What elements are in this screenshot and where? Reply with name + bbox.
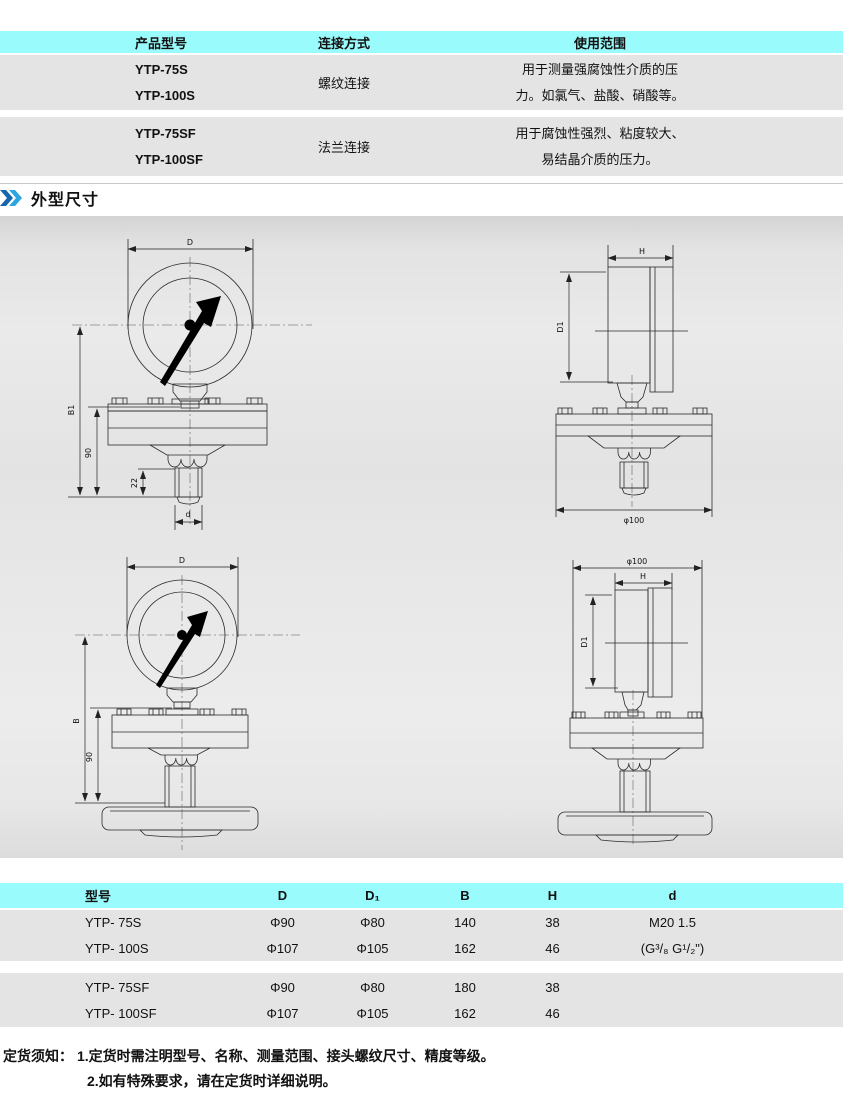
connection-type: 螺纹连接 [318,76,371,91]
spec-header-usage: 使用范围 [573,35,626,51]
dim-label-d: d [185,510,190,519]
model-name: YTP-75SF [135,125,196,141]
table-row: YTP- 100S Φ107 Φ105 162 46 (G³/₈ G¹/₂") [85,940,705,956]
notes-label: 定货须知： [3,1048,73,1064]
dim-label-90: 90 [85,752,94,762]
dim-group-threaded: YTP- 75S Φ90 Φ80 140 38 M20 1.5 YTP- 100… [0,910,843,961]
dim-header-model: 型号 [85,889,112,904]
dim-label-B1: B1 [67,405,76,416]
gauge-needle [160,296,221,386]
spec-row-threaded: YTP-75S YTP-100S 螺纹连接 用于测量强腐蚀性介质的压 力。如氯气… [0,55,843,110]
model-cell: YTP- 75S [85,915,142,931]
model-name: YTP-100SF [135,151,203,167]
spec-header-connection: 连接方式 [318,35,371,51]
usage-description: 用于腐蚀性强烈、粘度较大、 易结晶介质的压力。 [515,125,685,167]
model-names: YTP-75S YTP-100S [135,55,318,110]
model-cell: YTP- 100S [85,940,149,956]
dim-label-D: D [179,556,185,565]
dim-group-flanged: YTP- 75SF Φ90 Φ80 180 38 YTP- 100SF Φ107… [0,973,843,1027]
dim-header-D: D [277,888,288,903]
model-name: YTP-100S [135,87,195,103]
spec-header-model: 产品型号 [135,35,188,51]
dim-label-22: 22 [130,478,139,488]
table-row: YTP- 75SF Φ90 Φ80 180 38 [85,979,560,995]
model-names: YTP-75SF YTP-100SF [135,117,318,176]
dim-label-phi100: φ100 [627,557,648,566]
spec-row-flanged: YTP-75SF YTP-100SF 法兰连接 用于腐蚀性强烈、粘度较大、 易结… [0,117,843,176]
dim-label-B: B [72,718,81,724]
ordering-notes: 定货须知： 1.定货时需注明型号、名称、测量范围、接头螺纹尺寸、精度等级。 2.… [3,1044,495,1094]
dim-table-header: 型号 D D₁ B H d [0,883,843,908]
dim-header-H: H [547,888,558,903]
model-cell: YTP- 100SF [85,1005,157,1021]
dim-label-H: H [639,247,645,256]
dim-label-D1: D1 [556,321,565,332]
section-header: 外型尺寸 [0,188,100,209]
connection-type: 法兰连接 [318,140,371,155]
note-line: 1.定货时需注明型号、名称、测量范围、接头螺纹尺寸、精度等级。 [77,1048,495,1064]
dim-header-D1: D₁ [365,888,380,903]
drawing-side-threaded: H D1 [530,225,830,545]
table-row: YTP- 100SF Φ107 Φ105 162 46 [85,1005,560,1021]
drawing-front-flanged: D [60,545,390,865]
section-title: 外型尺寸 [31,192,100,209]
model-cell: YTP- 75SF [85,979,150,995]
dim-header-d: d [668,888,677,903]
outline-drawing-panel: D [0,216,843,858]
dim-label-phi100: φ100 [624,516,645,525]
divider-line [0,183,843,184]
note-line: 2.如有特殊要求，请在定货时详细说明。 [87,1073,337,1089]
dim-label-D1: D1 [580,636,589,647]
usage-description: 用于测量强腐蚀性介质的压 力。如氯气、盐酸、硝酸等。 [515,61,685,103]
drawing-front-threaded: D [60,225,390,545]
dim-header-B: B [460,888,470,903]
dim-label-90: 90 [84,448,93,458]
spec-table-header: 产品型号 连接方式 使用范围 [0,31,843,53]
gauge-needle [156,611,208,688]
dim-label-D: D [187,238,193,247]
double-chevron-icon [0,190,22,206]
model-name: YTP-75S [135,61,188,77]
dim-label-H: H [640,572,646,581]
table-row: YTP- 75S Φ90 Φ80 140 38 M20 1.5 [85,915,696,931]
drawing-side-flanged: φ100 H D1 [530,545,830,865]
